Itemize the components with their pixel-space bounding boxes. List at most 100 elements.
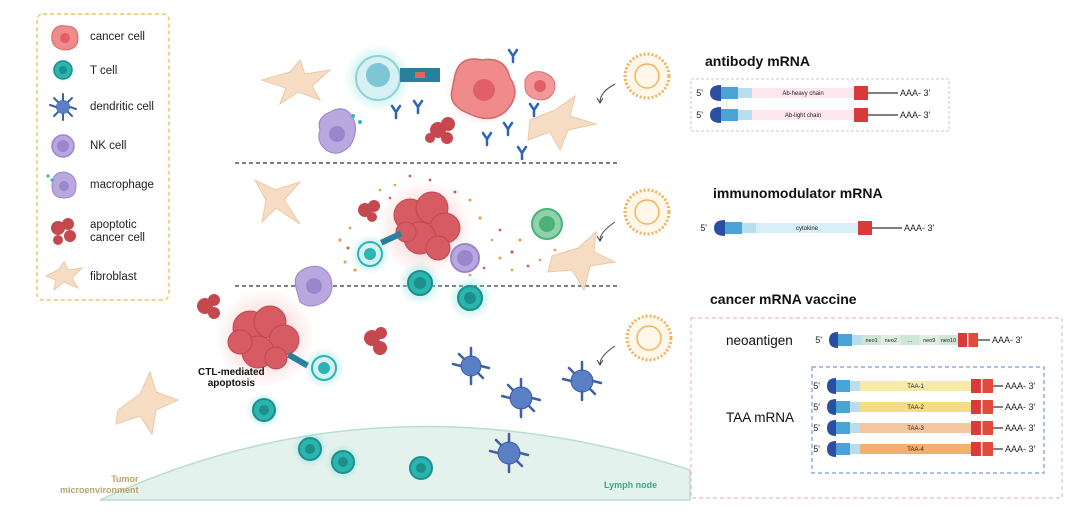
taa-construct-0-cap — [827, 378, 836, 394]
taa-construct-1-cds-label: TAA-2 — [907, 405, 924, 411]
fibroblast-shape — [115, 59, 617, 436]
taa-construct-2-three: AAA- 3' — [1005, 423, 1036, 433]
taa-construct-3-five: 5' — [813, 444, 820, 454]
neoantigen-construct-seg-label: neo1 — [865, 338, 877, 344]
vaccine-panel-border — [690, 317, 1063, 499]
taa-construct-1-stop1 — [971, 400, 981, 414]
antibody-construct-0-three: AAA- 3' — [900, 88, 931, 98]
neoantigen-label: neoantigen — [726, 333, 793, 348]
apoptotic-cancer-cell-icon — [51, 218, 76, 245]
taa-construct-0-kozak — [850, 381, 860, 391]
cancer-mrna-vaccine-title: cancer mRNA vaccine — [710, 291, 857, 307]
antibody-construct-1-kozak — [738, 110, 752, 120]
neoantigen-construct-kozak — [852, 335, 862, 345]
macrophage-icon — [46, 171, 77, 199]
antibody-construct-0-kozak — [738, 88, 752, 98]
antibody-construct-0-cds-label: Ab-heavy chain — [782, 91, 823, 97]
legend-label-6: fibroblast — [90, 271, 137, 283]
immunomodulator-mrna-title: immunomodulator mRNA — [713, 185, 883, 201]
lymph-node-region — [99, 425, 691, 501]
antibody-construct-1-five: 5' — [696, 110, 703, 120]
taa-construct-3-kozak — [850, 444, 860, 454]
tumor-microenvironment-label: Tumor microenvironment — [60, 474, 139, 495]
immunomodulator-construct-kozak — [742, 223, 756, 233]
legend-box — [36, 13, 170, 301]
antibody-construct-0-five: 5' — [696, 88, 703, 98]
neoantigen-construct-seg-label: ... — [908, 338, 913, 344]
neoantigen-construct-three: AAA- 3' — [992, 335, 1023, 345]
antibody-construct-1-stop — [854, 108, 868, 122]
immunomodulator-construct-five: 5' — [700, 223, 707, 233]
taa-construct-3-three: AAA- 3' — [1005, 444, 1036, 454]
neoantigen-construct-stop2 — [968, 333, 978, 347]
antibody-construct-0-cds — [752, 88, 854, 98]
taa-construct-0-utr5 — [836, 380, 850, 392]
neoantigen-construct-five: 5' — [815, 335, 822, 345]
immunomodulator-construct-stop — [858, 221, 872, 235]
legend-label-1: T cell — [90, 65, 118, 77]
lnp-shape — [623, 52, 673, 362]
neoantigen-construct-cap — [829, 332, 838, 348]
taa-construct-3-cds — [860, 444, 971, 454]
taa-construct-1-cap — [827, 399, 836, 415]
immunomodulator-construct-cds-label: cytokine — [796, 226, 819, 232]
neoantigen-construct-seg — [900, 335, 920, 345]
taa-construct-2-kozak — [850, 423, 860, 433]
fibroblast-icon — [44, 261, 84, 292]
neoantigen-construct-stop1 — [958, 333, 967, 347]
legend-label-0: cancer cell — [90, 31, 145, 43]
taa-construct-3-stop2 — [982, 442, 993, 456]
taa-construct-1-three: AAA- 3' — [1005, 402, 1036, 412]
taa-construct-0-cds-label: TAA-1 — [907, 384, 924, 390]
legend-label-4: macrophage — [90, 179, 154, 191]
antibody-construct-1-cds — [752, 110, 854, 120]
taa-mrna-label: TAA mRNA — [726, 410, 795, 425]
antibody-construct-1-cds-label: Ab-light chain — [785, 113, 821, 119]
taa-construct-3-stop1 — [971, 442, 981, 456]
taa-construct-0-stop2 — [982, 379, 993, 393]
taa-construct-2-cds-label: TAA-3 — [907, 426, 924, 432]
taa-construct-3-cds-label: TAA-4 — [907, 447, 924, 453]
legend-label-2: dendritic cell — [90, 101, 154, 113]
taa-construct-2-cds — [860, 423, 971, 433]
taa-construct-1-stop2 — [982, 400, 993, 414]
taa-construct-0-five: 5' — [813, 381, 820, 391]
cancer-cell-icon — [51, 25, 79, 51]
legend-label-5: apoptotic cancer cell — [90, 219, 145, 244]
taa-construct-2-utr5 — [836, 422, 850, 434]
lymph-node-label: Lymph node — [604, 480, 658, 490]
taa-panel-border — [811, 366, 1045, 474]
legend-label-3: NK cell — [90, 140, 127, 152]
taa-construct-1-cds — [860, 402, 971, 412]
neoantigen-construct-utr5 — [838, 334, 852, 346]
immunomodulator-construct-cds — [756, 223, 858, 233]
antibody-construct-0-cap — [710, 85, 721, 101]
neoantigen-construct-seg-label: neo2 — [885, 338, 897, 344]
taa-construct-3-utr5 — [836, 443, 850, 455]
neoantigen-construct-seg — [919, 335, 939, 345]
antibody-construct-1-utr5 — [721, 109, 738, 121]
taa-construct-0-stop1 — [971, 379, 981, 393]
antibody-mrna-title: antibody mRNA — [705, 53, 810, 69]
antibody-construct-1-three: AAA- 3' — [900, 110, 931, 120]
taa-construct-2-cap — [827, 420, 836, 436]
immunomodulator-construct-utr5 — [725, 222, 742, 234]
antibody-construct-0-stop — [854, 86, 868, 100]
taa-construct-2-stop2 — [982, 421, 993, 435]
taa-construct-0-three: AAA- 3' — [1005, 381, 1036, 391]
neoantigen-construct-seg — [862, 335, 882, 345]
immunomodulator-construct-three: AAA- 3' — [904, 223, 935, 233]
neoantigen-construct-seg-label: neo9 — [923, 338, 935, 344]
taa-construct-3-cap — [827, 441, 836, 457]
taa-construct-0-cds — [860, 381, 971, 391]
neoantigen-construct-seg — [881, 335, 901, 345]
nk-cell-icon — [51, 134, 75, 158]
dendritic-cell-icon — [49, 93, 77, 121]
taa-construct-2-stop1 — [971, 421, 981, 435]
t-cell-icon — [51, 58, 75, 82]
taa-construct-1-utr5 — [836, 401, 850, 413]
neoantigen-construct-seg — [938, 335, 958, 345]
antibody-construct-1-cap — [710, 107, 721, 123]
